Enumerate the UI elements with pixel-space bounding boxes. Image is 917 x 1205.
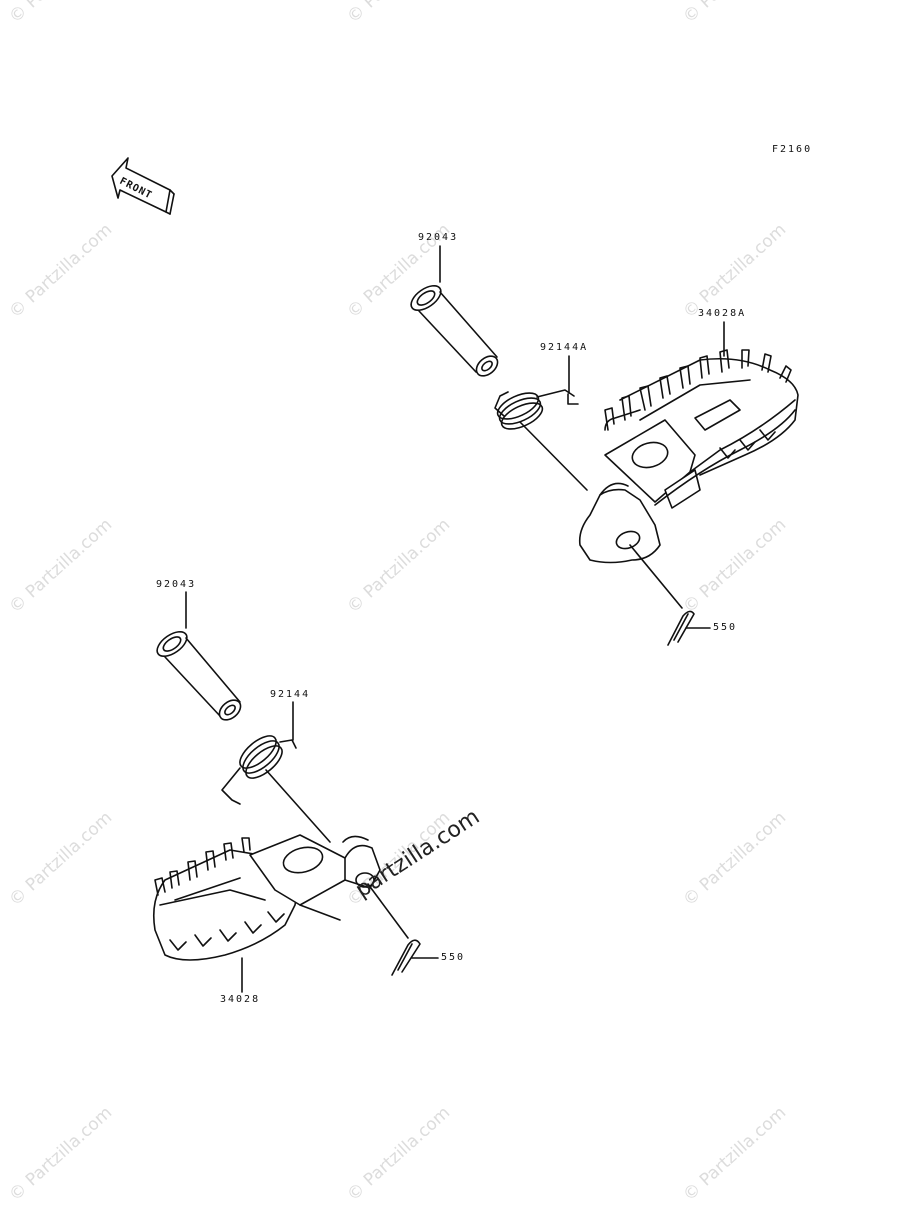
footpeg-lower bbox=[152, 834, 381, 961]
label-spring-upper[interactable]: 92144A bbox=[540, 342, 589, 353]
footpeg-upper bbox=[578, 349, 799, 564]
cotter-upper bbox=[667, 610, 695, 646]
label-footpeg-lower[interactable]: 34028 bbox=[220, 994, 261, 1005]
label-pin-lower[interactable]: 92043 bbox=[156, 579, 197, 590]
label-cotter-upper[interactable]: 550 bbox=[713, 622, 738, 633]
pin-lower bbox=[156, 630, 242, 721]
front-arrow-icon: FRONT bbox=[111, 157, 175, 215]
spring-lower bbox=[221, 735, 297, 805]
label-pin-upper[interactable]: 92043 bbox=[418, 232, 459, 243]
label-footpeg-upper[interactable]: 34028A bbox=[698, 308, 747, 319]
pin-upper bbox=[410, 284, 499, 377]
cotter-lower bbox=[391, 939, 421, 976]
drawing-code: F2160 bbox=[772, 144, 813, 155]
label-spring-lower[interactable]: 92144 bbox=[270, 689, 311, 700]
spring-upper bbox=[494, 389, 579, 430]
label-cotter-lower[interactable]: 550 bbox=[441, 952, 466, 963]
